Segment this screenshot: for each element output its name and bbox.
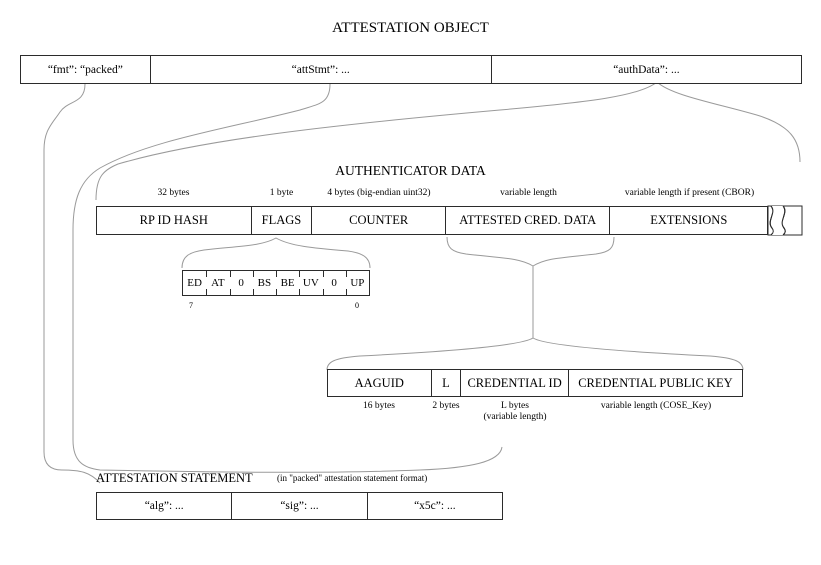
flag-bit-reserved-1[interactable]: 0 <box>322 271 346 295</box>
field-attstmt[interactable]: “attStmt”: ... <box>151 56 492 83</box>
brace-fmt-to-attestation-statement <box>43 83 101 484</box>
field-rp-id-hash-label: RP ID HASH <box>139 213 208 227</box>
field-flags-label: FLAGS <box>261 213 302 227</box>
flag-bit-uv-label: UV <box>302 277 319 289</box>
field-sig-label: “sig”: ... <box>280 500 319 512</box>
brace-authdata-to-authenticator-data <box>95 81 801 201</box>
flag-bit-ed-label: ED <box>187 277 202 289</box>
flag-bit-up[interactable]: UP <box>345 271 369 295</box>
size-label-credential-id-length: 2 bytes <box>432 401 460 411</box>
brace-flags-to-flags-byte <box>181 237 371 269</box>
field-counter-label: COUNTER <box>349 213 409 227</box>
field-aaguid-label: AAGUID <box>354 375 404 390</box>
flag-bit-up-label: UP <box>350 277 365 289</box>
flag-bit-bs-label: BS <box>257 277 272 289</box>
attestation-object-row: “fmt”: “packed” “attStmt”: ... “authData… <box>20 55 802 84</box>
field-x5c[interactable]: “x5c”: ... <box>368 493 502 519</box>
field-fmt-label: “fmt”: “packed” <box>47 63 123 76</box>
field-credential-id-length-label: L <box>442 375 450 390</box>
size-label-flags: 1 byte <box>269 188 294 198</box>
field-attstmt-label: “attStmt”: ... <box>291 63 350 76</box>
size-label-attested-cred-data: variable length <box>500 188 557 198</box>
field-counter[interactable]: COUNTER <box>312 207 446 234</box>
field-alg[interactable]: “alg”: ... <box>97 493 233 519</box>
flag-bit-uv[interactable]: UV <box>299 271 322 295</box>
field-authdata-label: “authData”: ... <box>613 63 680 76</box>
size-label-extensions: variable length if present (CBOR) <box>624 188 755 198</box>
flags-low-bit-index: 0 <box>355 301 359 310</box>
flag-bit-at-label: AT <box>211 277 225 289</box>
brace-attested-cred-to-credential-row-right <box>532 236 744 371</box>
size-label-credential-id-note: (variable length) <box>483 412 547 422</box>
field-flags[interactable]: FLAGS <box>252 207 313 234</box>
field-x5c-label: “x5c”: ... <box>414 500 456 512</box>
flags-byte-row: ED AT 0 BS BE UV 0 UP <box>182 270 370 296</box>
field-attested-cred-data[interactable]: ATTESTED CRED. DATA <box>446 207 611 234</box>
field-sig[interactable]: “sig”: ... <box>232 493 368 519</box>
flag-bit-reserved-5[interactable]: 0 <box>229 271 253 295</box>
flag-bit-be[interactable]: BE <box>276 271 299 295</box>
flag-bit-bs[interactable]: BS <box>252 271 276 295</box>
attestation-statement-row: “alg”: ... “sig”: ... “x5c”: ... <box>96 492 503 520</box>
field-alg-label: “alg”: ... <box>144 500 184 512</box>
authenticator-data-row: RP ID HASH FLAGS COUNTER ATTESTED CRED. … <box>96 206 768 235</box>
flag-bit-be-label: BE <box>280 277 295 289</box>
size-label-aaguid: 16 bytes <box>363 401 395 411</box>
field-credential-id-label: CREDENTIAL ID <box>467 375 562 390</box>
field-authdata[interactable]: “authData”: ... <box>492 56 801 83</box>
attestation-statement-note: (in "packed" attestation statement forma… <box>277 473 428 483</box>
flags-high-bit-index: 7 <box>189 301 193 310</box>
field-extensions-label: EXTENSIONS <box>650 213 728 227</box>
attestation-object-title: ATTESTATION OBJECT <box>332 20 489 36</box>
field-credential-id[interactable]: CREDENTIAL ID <box>461 370 569 396</box>
size-label-counter: 4 bytes (big-endian uint32) <box>327 188 431 198</box>
field-aaguid[interactable]: AAGUID <box>328 370 432 396</box>
authenticator-data-title: AUTHENTICATOR DATA <box>335 163 486 178</box>
field-credential-public-key-label: CREDENTIAL PUBLIC KEY <box>578 375 733 390</box>
flag-bit-at[interactable]: AT <box>206 271 229 295</box>
field-fmt[interactable]: “fmt”: “packed” <box>21 56 151 83</box>
field-credential-id-length[interactable]: L <box>432 370 462 396</box>
field-credential-public-key[interactable]: CREDENTIAL PUBLIC KEY <box>569 370 742 396</box>
attestation-statement-heading: ATTESTATION STATEMENT <box>96 471 253 485</box>
field-extensions[interactable]: EXTENSIONS <box>610 207 767 234</box>
flag-bit-reserved-5-label: 0 <box>238 277 244 289</box>
size-label-rp-id-hash: 32 bytes <box>157 188 190 198</box>
field-rp-id-hash[interactable]: RP ID HASH <box>97 207 252 234</box>
attested-credential-data-row: AAGUID L CREDENTIAL ID CREDENTIAL PUBLIC… <box>327 369 743 397</box>
flag-bit-reserved-1-label: 0 <box>331 277 337 289</box>
field-attested-cred-data-label: ATTESTED CRED. DATA <box>459 213 597 227</box>
size-label-credential-public-key: variable length (COSE_Key) <box>600 401 712 411</box>
flag-bit-ed[interactable]: ED <box>183 271 206 295</box>
size-label-credential-id: L bytes <box>501 401 529 411</box>
